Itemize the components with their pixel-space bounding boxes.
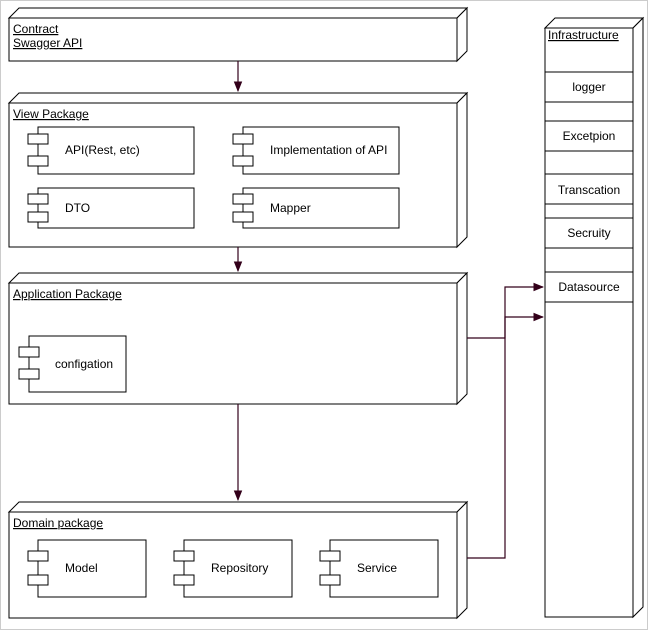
infra-item-label: Transcation (558, 183, 620, 197)
application-package-title: Application Package (13, 287, 122, 301)
infra-item-secruity: Secruity (544, 217, 634, 249)
view-package-title: View Package (13, 107, 89, 121)
component-label: Service (357, 561, 397, 575)
infra-item-label: Datasource (558, 280, 620, 294)
infrastructure-title: Infrastructure (548, 28, 619, 42)
component-configation: configation (18, 335, 127, 393)
arrow-domain-to-infrastructure (467, 282, 545, 559)
contract-title: Contract (13, 22, 59, 36)
component-implementation-of-api: Implementation of API (232, 126, 400, 175)
component-label: API(Rest, etc) (65, 143, 140, 157)
application-package-node: Application Package configation (7, 271, 469, 406)
component-label: Model (65, 561, 98, 575)
component-api-rest: API(Rest, etc) (27, 126, 195, 175)
infra-item-excetpion: Excetpion (544, 120, 634, 152)
infra-item-transcation: Transcation (544, 173, 634, 205)
contract-subtitle: Swagger API (13, 36, 82, 50)
infra-item-label: Excetpion (563, 129, 616, 143)
component-label: Implementation of API (270, 143, 387, 157)
component-label: Repository (211, 561, 268, 575)
component-service: Service (319, 539, 439, 598)
view-package-node: View Package API(Rest, etc) Implementati… (7, 91, 469, 249)
domain-package-node: Domain package Model Repository Service (7, 500, 469, 620)
domain-package-title: Domain package (13, 516, 103, 530)
infra-item-logger: logger (544, 71, 634, 103)
component-mapper: Mapper (232, 187, 400, 229)
component-model: Model (27, 539, 147, 598)
infra-item-datasource: Datasource (544, 271, 634, 303)
component-label: DTO (65, 201, 90, 215)
component-label: Mapper (270, 201, 311, 215)
contract-node: Contract Swagger API (7, 6, 469, 63)
infra-item-label: logger (572, 80, 605, 94)
component-label: configation (55, 357, 113, 371)
infra-item-label: Secruity (567, 226, 610, 240)
infrastructure-node: Infrastructure logger Excetpion Transcat… (543, 16, 645, 619)
component-dto: DTO (27, 187, 195, 229)
component-repository: Repository (173, 539, 293, 598)
